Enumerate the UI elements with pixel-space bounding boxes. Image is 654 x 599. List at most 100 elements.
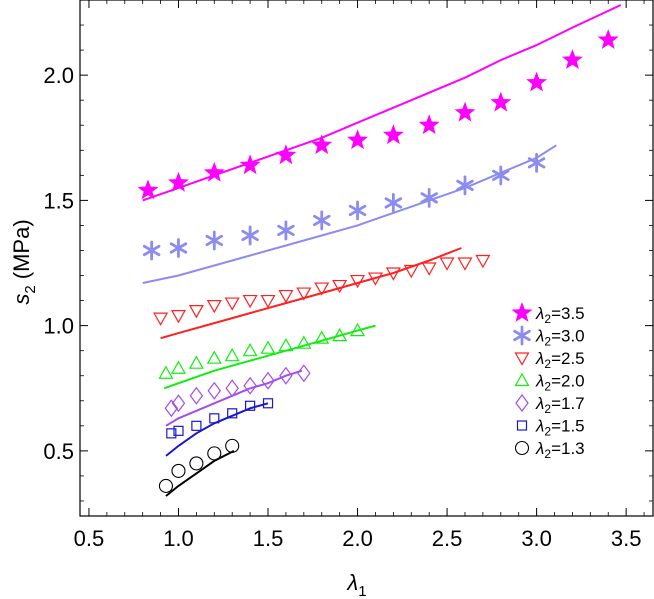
- legend-marker: [514, 352, 530, 366]
- data-point: [164, 399, 179, 418]
- legend-label: λ2=3.0: [535, 327, 585, 349]
- x-tick-label: 1.5: [253, 526, 284, 551]
- data-point: [227, 408, 238, 419]
- data-point: [241, 225, 259, 246]
- data-point: [278, 289, 294, 304]
- data-point: [296, 335, 312, 349]
- model-curve: [163, 324, 376, 390]
- data-point: [275, 144, 297, 165]
- data-point: [242, 342, 258, 357]
- data-point: [173, 425, 184, 436]
- asterisk-stroke: [384, 197, 403, 209]
- data-point: [439, 257, 455, 271]
- legend-label: λ2=3.5: [535, 304, 585, 326]
- data-point: [296, 287, 312, 301]
- model-curve: [160, 247, 462, 340]
- data-point: [311, 134, 333, 155]
- data-point: [260, 294, 276, 309]
- legend-marker: [511, 302, 533, 322]
- data-point: [158, 478, 173, 493]
- asterisk-stroke: [527, 157, 546, 169]
- asterisk-stroke: [241, 229, 259, 242]
- data-markers: [137, 29, 619, 493]
- y-tick-label: 0.5: [43, 439, 74, 464]
- data-point: [278, 337, 294, 352]
- x-tick-label: 3.5: [611, 526, 642, 551]
- data-point: [245, 400, 256, 411]
- data-point: [158, 365, 174, 379]
- data-point: [297, 364, 311, 383]
- data-point: [207, 446, 222, 461]
- data-point: [421, 262, 437, 276]
- data-point: [490, 91, 512, 112]
- data-point: [170, 310, 187, 324]
- data-point: [312, 210, 331, 231]
- data-point: [225, 438, 240, 453]
- data-point: [314, 282, 330, 296]
- y-tick-label: 2.0: [43, 63, 74, 88]
- model-curve: [165, 450, 235, 497]
- data-point: [382, 124, 404, 145]
- data-point: [188, 305, 204, 319]
- data-point: [314, 330, 330, 344]
- asterisk-stroke: [205, 234, 224, 247]
- x-tick-label: 2.0: [342, 526, 373, 551]
- legend-marker: [514, 440, 530, 456]
- data-point: [367, 272, 383, 286]
- data-point: [224, 297, 240, 311]
- data-point: [242, 294, 258, 309]
- data-point: [418, 114, 440, 135]
- legend-marker: [513, 325, 531, 346]
- y-tick-label: 1.0: [43, 314, 74, 339]
- data-point: [239, 154, 261, 175]
- data-point: [347, 129, 369, 150]
- data-point: [385, 267, 401, 281]
- data-point: [456, 175, 474, 196]
- data-point: [191, 420, 202, 431]
- asterisk-stroke: [456, 179, 474, 192]
- data-point: [561, 49, 583, 70]
- asterisk-stroke: [312, 214, 331, 227]
- data-point: [384, 192, 403, 213]
- data-point: [207, 381, 222, 400]
- data-point: [332, 327, 348, 342]
- data-point: [243, 376, 257, 395]
- asterisk-stroke: [142, 244, 161, 257]
- legend-label: λ2=1.3: [535, 439, 585, 461]
- data-point: [261, 371, 275, 390]
- data-point: [206, 350, 222, 364]
- data-point: [277, 220, 295, 241]
- data-point: [166, 428, 177, 439]
- x-axis-title: λ1: [346, 570, 366, 599]
- legend-marker: [514, 372, 530, 387]
- data-point: [262, 398, 274, 409]
- legend-label: λ2=2.5: [535, 349, 585, 371]
- data-point: [153, 312, 169, 326]
- data-point: [168, 171, 189, 192]
- legend-label: λ2=2.0: [535, 372, 585, 394]
- data-point: [137, 179, 159, 200]
- data-point: [189, 386, 204, 405]
- data-point: [475, 254, 491, 269]
- data-point: [527, 152, 546, 173]
- legend-label: λ2=1.5: [535, 417, 585, 439]
- asterisk-stroke: [277, 224, 295, 237]
- model-curve: [142, 4, 622, 202]
- data-point: [332, 279, 348, 294]
- data-point: [597, 29, 619, 49]
- data-point: [188, 355, 204, 369]
- asterisk-stroke: [420, 192, 438, 204]
- data-point: [492, 165, 510, 186]
- data-point: [206, 299, 222, 314]
- legend: λ2=3.5λ2=3.0λ2=2.5λ2=2.0λ2=1.7λ2=1.5λ2=1…: [511, 302, 585, 461]
- data-point: [189, 456, 204, 471]
- asterisk-stroke: [169, 242, 188, 254]
- data-point: [350, 322, 366, 337]
- data-point: [171, 463, 186, 478]
- data-point: [279, 366, 293, 385]
- data-point: [205, 230, 224, 251]
- asterisk-stroke: [513, 329, 531, 342]
- x-tick-label: 1.0: [163, 526, 194, 551]
- data-point: [348, 200, 367, 221]
